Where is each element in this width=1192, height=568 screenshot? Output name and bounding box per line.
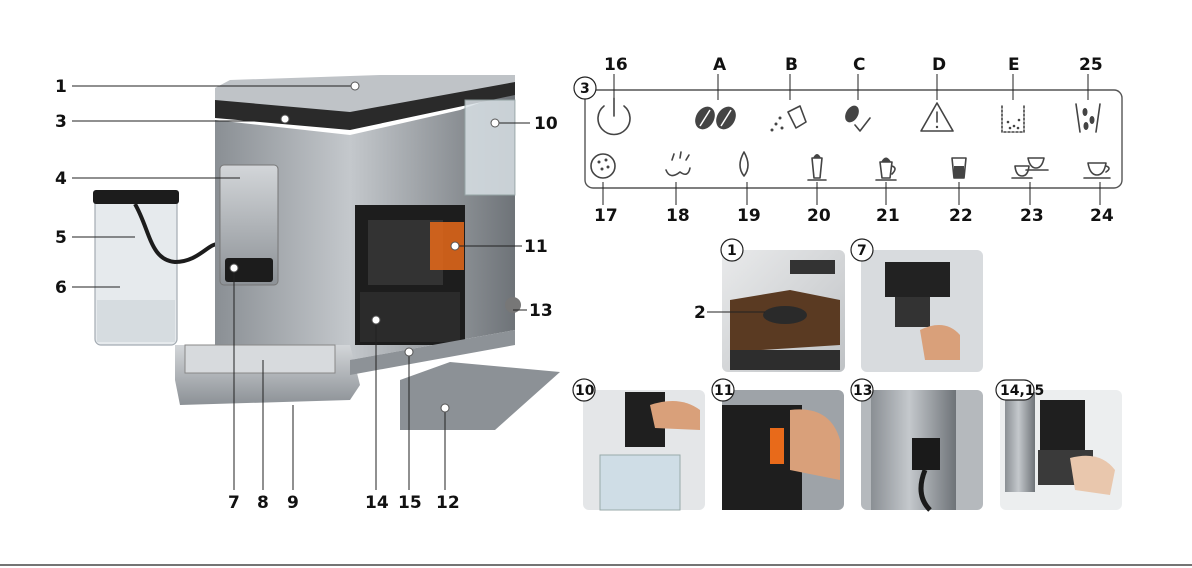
detail-brew-unit: 11 <box>712 379 844 510</box>
detail-marker-14-15: 14,15 <box>1000 383 1044 399</box>
panel-label-25: 25 <box>1079 55 1103 75</box>
machine-body <box>175 75 521 405</box>
detail-bean-hopper: 1 2 <box>694 239 845 372</box>
panel-label-21: 21 <box>876 206 900 226</box>
panel-label-22: 22 <box>949 206 973 226</box>
panel-label-16: 16 <box>604 55 628 75</box>
panel-label-D: D <box>932 55 946 75</box>
callout-15: 15 <box>398 493 422 513</box>
callout-4: 4 <box>55 169 67 189</box>
callout-8: 8 <box>257 493 269 513</box>
callout-10: 10 <box>534 114 558 134</box>
panel-label-17: 17 <box>594 206 618 226</box>
milk-jug <box>93 190 220 345</box>
panel-label-C: C <box>853 55 865 75</box>
callout-14: 14 <box>365 493 389 513</box>
callout-3: 3 <box>55 112 67 132</box>
detail-marker-13: 13 <box>853 383 872 399</box>
callout-5: 5 <box>55 228 67 248</box>
detail-marker-1: 1 <box>727 243 737 259</box>
detail-power-connection: 13 <box>851 379 983 510</box>
callout-11: 11 <box>524 237 548 257</box>
detail-label-2: 2 <box>694 303 706 323</box>
callout-1: 1 <box>55 77 67 97</box>
detail-marker-7: 7 <box>857 243 867 259</box>
panel-label-24: 24 <box>1090 206 1114 226</box>
callout-9: 9 <box>287 493 299 513</box>
callout-7: 7 <box>228 493 240 513</box>
panel-label-B: B <box>785 55 798 75</box>
panel-label-19: 19 <box>737 206 761 226</box>
panel-label-E: E <box>1008 55 1020 75</box>
callout-12: 12 <box>436 493 460 513</box>
coffee-machine <box>93 75 560 430</box>
panel-label-23: 23 <box>1020 206 1044 226</box>
detail-marker-10: 10 <box>575 383 595 399</box>
detail-water-tank: 10 <box>573 379 705 510</box>
detail-drip-tray: 14,15 <box>996 380 1122 510</box>
detail-marker-11: 11 <box>714 383 733 399</box>
panel-label-18: 18 <box>666 206 690 226</box>
drip-tray-cover <box>400 362 560 430</box>
control-panel: 3 16 A B C D E 25 <box>574 55 1122 226</box>
panel-label-20: 20 <box>807 206 831 226</box>
control-panel-frame <box>585 90 1122 188</box>
callout-13: 13 <box>529 301 553 321</box>
panel-marker: 3 <box>580 81 590 97</box>
callout-6: 6 <box>55 278 67 298</box>
detail-dispenser: 7 <box>851 239 983 372</box>
panel-label-A: A <box>713 55 727 75</box>
